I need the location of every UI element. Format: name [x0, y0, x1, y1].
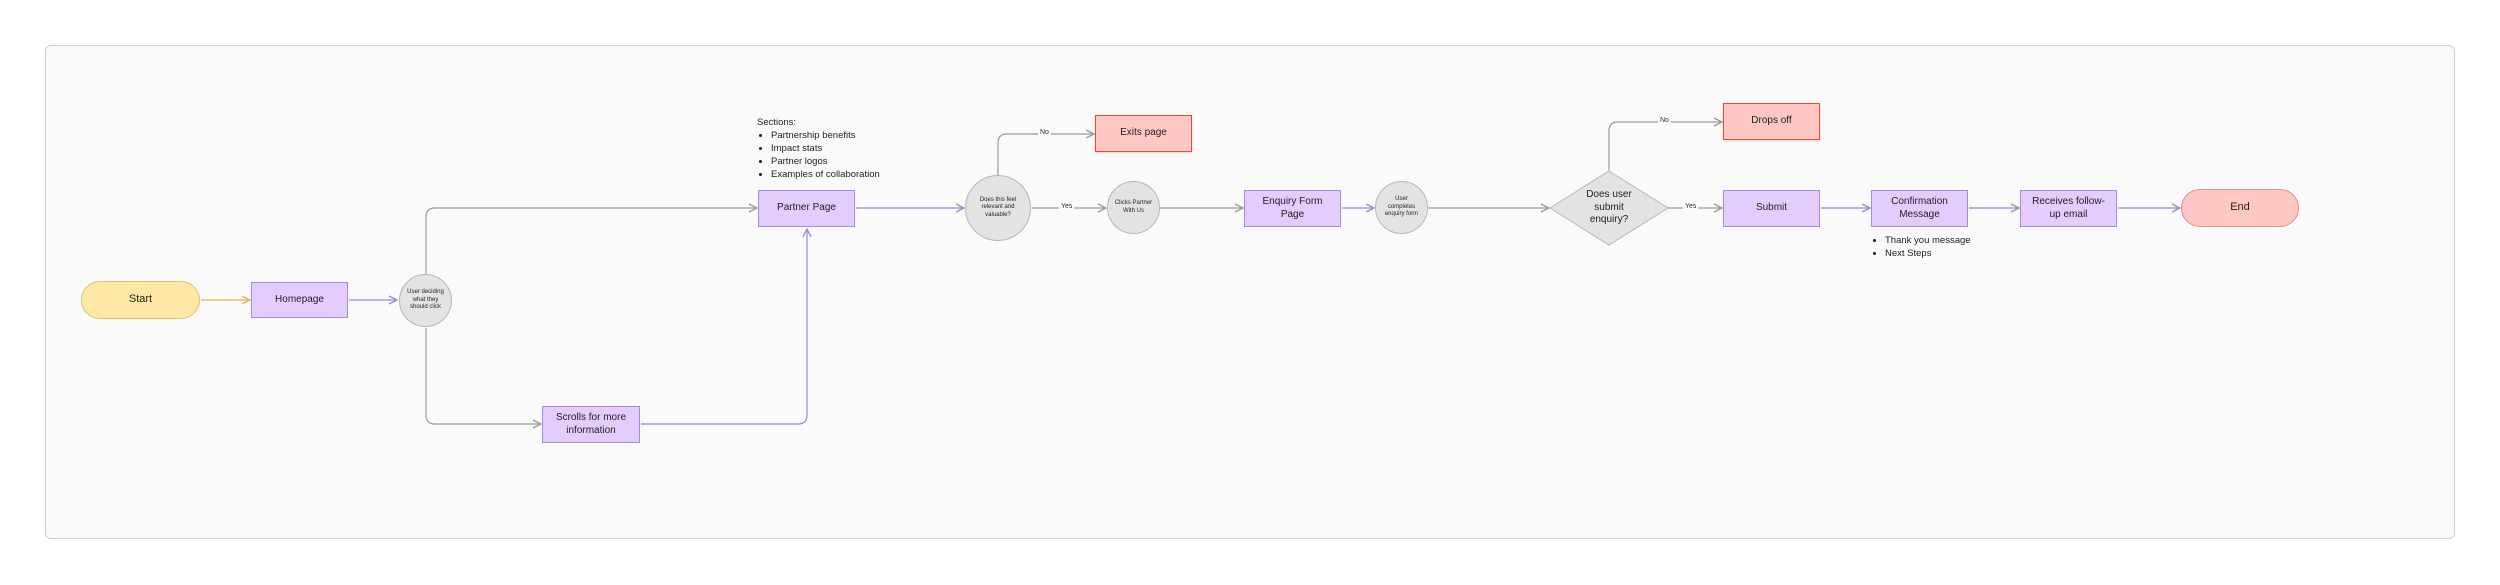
partner-sections-note: Sections: Partnership benefits Impact st…	[757, 116, 880, 181]
scrolls-more-node[interactable]: Scrolls for more information	[542, 406, 640, 443]
completes-form-node[interactable]: User completes enquiry form	[1375, 181, 1428, 234]
enquiry-form-page-label: Enquiry Form Page	[1262, 196, 1323, 220]
completes-form-label: User completes enquiry form	[1384, 196, 1419, 218]
start-node[interactable]: Start	[81, 281, 200, 319]
homepage-node[interactable]: Homepage	[251, 282, 348, 318]
follow-up-label: Receives follow-up email	[2032, 196, 2105, 220]
edge-label-submit-yes: Yes	[1683, 203, 1699, 210]
follow-up-node[interactable]: Receives follow-up email	[2020, 190, 2117, 227]
partner-section-item: Examples of collaboration	[771, 168, 880, 181]
partner-section-item: Partnership benefits	[771, 129, 880, 142]
submit-question-label: Does user submit enquiry?	[1586, 189, 1632, 226]
user-deciding-node[interactable]: User deciding what they should click	[399, 274, 452, 327]
homepage-label: Homepage	[275, 293, 324, 305]
clicks-partner-node[interactable]: Clicks Partner With Us	[1107, 181, 1160, 234]
edge-label-submit-no: No	[1658, 117, 1671, 124]
partner-sections-list: Partnership benefits Impact stats Partne…	[757, 129, 880, 181]
confirmation-detail-item: Thank you message	[1885, 234, 1971, 247]
partner-section-item: Impact stats	[771, 142, 880, 155]
partner-page-label: Partner Page	[777, 202, 836, 214]
confirmation-details-note: Thank you message Next Steps	[1871, 234, 1971, 260]
confirmation-details-list: Thank you message Next Steps	[1871, 234, 1971, 260]
edge-label-relevant-no: No	[1038, 129, 1051, 136]
user-deciding-label: User deciding what they should click	[407, 289, 444, 311]
partner-page-node[interactable]: Partner Page	[758, 190, 855, 227]
edge-label-relevant-yes: Yes	[1059, 203, 1075, 210]
submit-label: Submit	[1755, 202, 1788, 214]
confirmation-detail-item: Next Steps	[1885, 247, 1971, 260]
confirmation-label: Confirmation Message	[1891, 196, 1948, 220]
drops-off-label: Drops off	[1751, 115, 1792, 127]
exits-page-node[interactable]: Exits page	[1095, 115, 1192, 152]
end-node[interactable]: End	[2181, 189, 2299, 227]
end-label: End	[2230, 201, 2250, 214]
scrolls-more-label: Scrolls for more information	[555, 412, 626, 436]
partner-sections-heading: Sections:	[757, 117, 797, 128]
submit-node[interactable]: Submit	[1723, 190, 1820, 227]
relevant-question-label: Does this feel relevant and valuable?	[979, 196, 1017, 218]
relevant-question-node[interactable]: Does this feel relevant and valuable?	[965, 175, 1031, 241]
submit-question-node[interactable]: Does user submit enquiry?	[1550, 171, 1668, 245]
partner-section-item: Partner logos	[771, 155, 880, 168]
confirmation-node[interactable]: Confirmation Message	[1871, 190, 1968, 227]
enquiry-form-page-node[interactable]: Enquiry Form Page	[1244, 190, 1341, 227]
drops-off-node[interactable]: Drops off	[1723, 103, 1820, 140]
start-label: Start	[128, 293, 153, 306]
exits-page-label: Exits page	[1120, 127, 1167, 139]
clicks-partner-label: Clicks Partner With Us	[1114, 200, 1153, 214]
